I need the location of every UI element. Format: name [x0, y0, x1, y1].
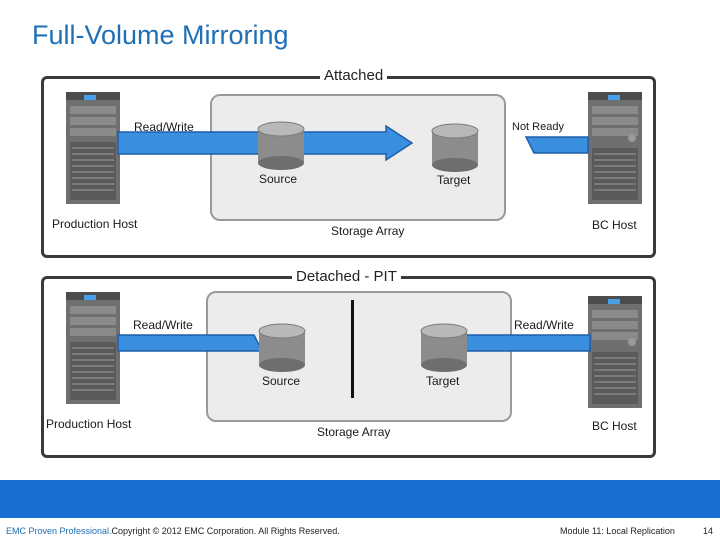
attached-target-disk-icon — [431, 123, 479, 172]
bc-host-server-icon — [588, 296, 642, 408]
attached-source-disk-icon — [257, 121, 305, 170]
left-read-write-arrow — [117, 334, 264, 352]
footer-module: Module 11: Local Replication — [560, 526, 675, 536]
detached-read-write-left-label: Read/Write — [133, 318, 193, 332]
footer-bar — [0, 480, 720, 518]
detached-target-disk-icon — [420, 323, 468, 372]
footer-brand: EMC Proven Professional. — [6, 526, 112, 536]
right-read-write-arrow — [450, 334, 591, 352]
footer-copyright-text: Copyright © 2012 EMC Corporation. All Ri… — [111, 526, 340, 536]
attached-storage-array-label: Storage Array — [331, 224, 405, 238]
detached-source-label: Source — [262, 374, 301, 388]
detached-target-label: Target — [426, 374, 460, 388]
detached-storage-array-label: Storage Array — [317, 425, 391, 439]
detached-bc-host-label: BC Host — [592, 419, 637, 433]
attached-read-write-label: Read/Write — [134, 120, 194, 134]
production-host-server-icon — [66, 292, 120, 404]
detached-source-disk-icon — [258, 323, 306, 372]
detached-read-write-right-label: Read/Write — [514, 318, 574, 332]
detached-production-host-label: Production Host — [46, 417, 132, 431]
footer-page-number: 14 — [703, 526, 714, 536]
attached-panel-title: Attached — [320, 67, 388, 84]
bc-host-server-icon — [588, 92, 642, 204]
page-title: Full-Volume Mirroring — [32, 20, 289, 50]
attached-bc-host-label: BC Host — [592, 218, 637, 232]
footer-copyright: EMC Proven Professional.Copyright © 2012… — [6, 526, 340, 536]
not-ready-label: Not Ready — [512, 121, 564, 133]
split-divider-line — [351, 300, 354, 398]
production-host-server-icon — [66, 92, 120, 204]
attached-source-label: Source — [259, 172, 298, 186]
attached-production-host-label: Production Host — [52, 217, 138, 231]
not-ready-arrow — [524, 136, 589, 154]
attached-target-label: Target — [437, 173, 471, 187]
detached-panel-title: Detached - PIT — [292, 268, 401, 285]
